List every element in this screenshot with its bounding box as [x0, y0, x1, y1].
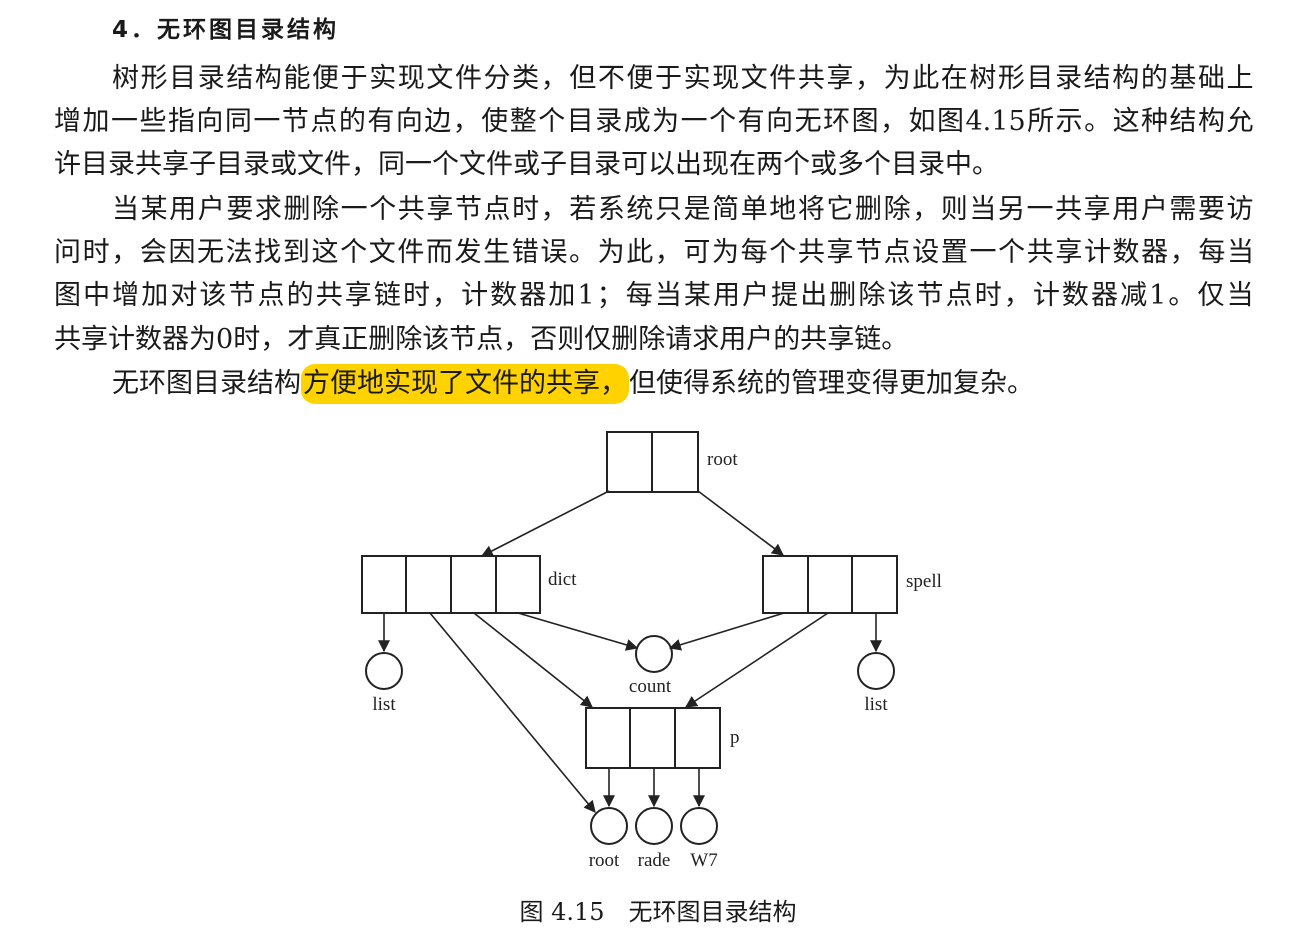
- paragraph-1-line-1: 树形目录结构能便于实现文件分类，但不便于实现文件共享，为此在树形目录结构的基础上: [112, 63, 1254, 94]
- edge-dict-to-count: [517, 612, 639, 651]
- spell-directory-label: spell: [906, 571, 942, 592]
- dict-directory-label: dict: [548, 569, 577, 590]
- list-file-label-right: list: [864, 694, 888, 715]
- section-heading: 4．无环图目录结构: [112, 17, 340, 43]
- root-file-node: [590, 807, 628, 845]
- list-file-node-right: [857, 652, 895, 690]
- edge-root-to-spell: [697, 490, 784, 556]
- edge-spell-to-count: [668, 612, 785, 651]
- edge-dict-to-root-file: [429, 612, 596, 813]
- root-directory-node: [606, 431, 699, 493]
- paragraph-2-line-1: 当某用户要求删除一个共享节点时，若系统只是简单地将它删除，则当另一共享用户需要访: [112, 194, 1254, 225]
- rade-file-label: rade: [638, 850, 671, 871]
- list-file-label-left: list: [372, 694, 396, 715]
- count-file-node: [635, 635, 673, 673]
- paragraph-2-line-2: 问时，会因无法找到这个文件而发生错误。为此，可为每个共享节点设置一个共享计数器，…: [54, 237, 1254, 268]
- root-directory-label: root: [707, 449, 738, 470]
- highlighted-text: 方便地实现了文件的共享，: [301, 364, 629, 404]
- paragraph-1-line-3: 许目录共享子目录或文件，同一个文件或子目录可以出现在两个或多个目录中。: [54, 149, 999, 180]
- paragraph-3-text-before: 无环图目录结构: [112, 368, 301, 399]
- w7-file-label: W7: [690, 850, 717, 871]
- p-directory-node: [585, 707, 721, 769]
- spell-directory-node: [762, 555, 898, 614]
- root-file-label: root: [589, 850, 620, 871]
- w7-file-node: [680, 807, 718, 845]
- figure-caption: 图 4.15 无环图目录结构: [519, 898, 797, 926]
- p-directory-label: p: [730, 727, 740, 748]
- dict-directory-node: [361, 555, 541, 614]
- edge-root-to-dict: [480, 490, 610, 557]
- rade-file-node: [635, 807, 673, 845]
- paragraph-3-text-after: 但使得系统的管理变得更加复杂。: [629, 368, 1034, 399]
- edge-spell-to-p: [684, 612, 829, 708]
- paragraph-3: 无环图目录结构方便地实现了文件的共享，但使得系统的管理变得更加复杂。: [112, 364, 1254, 404]
- list-file-node-left: [365, 652, 403, 690]
- edge-dict-to-p: [473, 612, 593, 708]
- count-file-label: count: [629, 676, 672, 697]
